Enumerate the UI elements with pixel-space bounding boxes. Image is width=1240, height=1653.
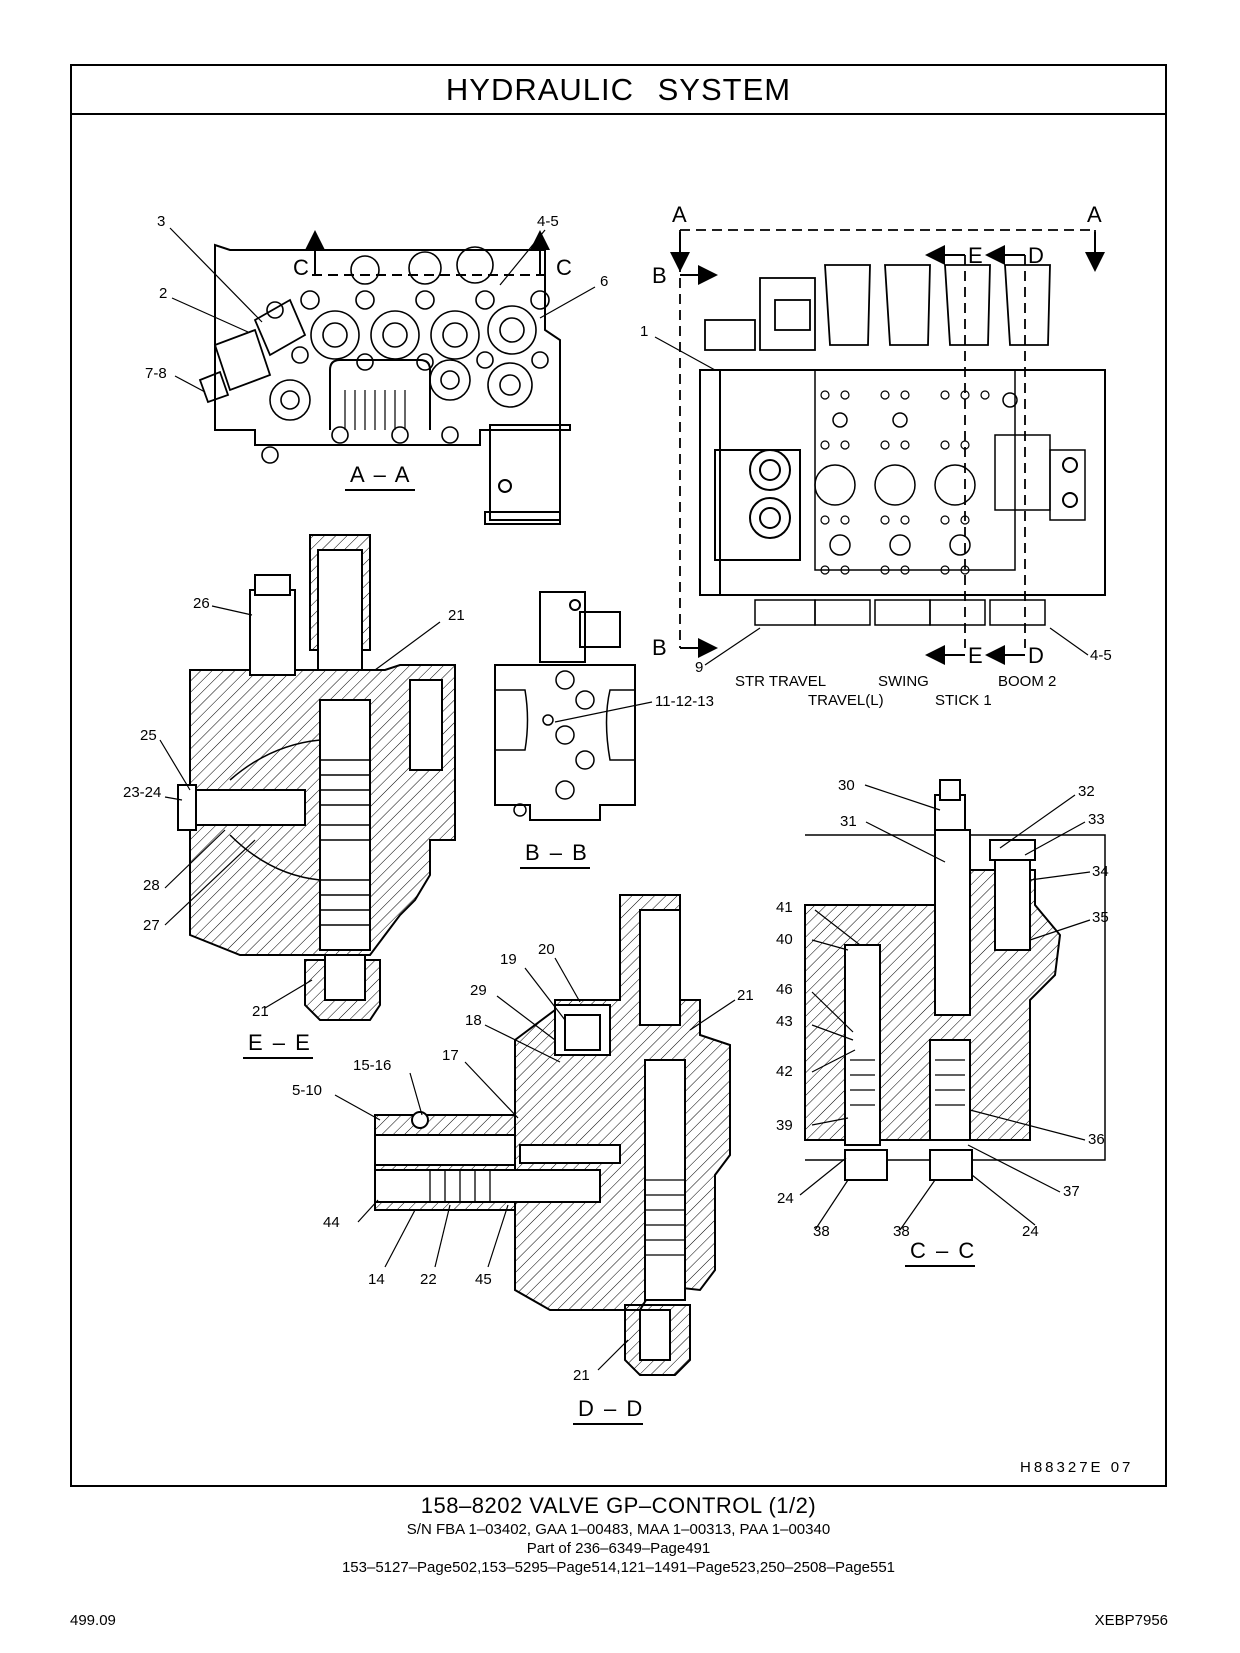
view-cc	[804, 779, 1106, 1181]
cut-letter-b: B	[652, 635, 667, 660]
callout-40: 40	[776, 931, 793, 948]
view-aa	[198, 230, 571, 525]
callout-21: 21	[573, 1367, 590, 1384]
valve-label-boom-2: BOOM 2	[998, 673, 1056, 690]
callout-43: 43	[776, 1013, 793, 1030]
callout-29: 29	[470, 982, 487, 999]
callout-42: 42	[776, 1063, 793, 1080]
caption-part-of: Part of 236–6349–Page491	[526, 1540, 711, 1557]
callout-4-5: 4-5	[537, 213, 559, 230]
callout-17: 17	[442, 1047, 459, 1064]
caption-refs: 153–5127–Page502,153–5295–Page514,121–14…	[341, 1559, 896, 1576]
view-dd	[374, 894, 731, 1376]
callout-41: 41	[776, 899, 793, 916]
callout-38: 38	[813, 1223, 830, 1240]
diagram-frame: HYDRAULIC SYSTEM	[70, 64, 1167, 1487]
callout-37: 37	[1063, 1183, 1080, 1200]
callout-36: 36	[1088, 1131, 1105, 1148]
main-leaders	[654, 336, 1089, 666]
ee-callouts: 26 21 25 23-24 28 27 21 E – E	[123, 595, 465, 1059]
callout-19: 19	[500, 951, 517, 968]
callout-2: 2	[159, 285, 167, 302]
valve-label-travel-l: TRAVEL(L)	[808, 692, 884, 709]
callout-45: 45	[475, 1271, 492, 1288]
section-label-ee: E – E	[248, 1030, 312, 1055]
section-label-bb: B – B	[525, 840, 589, 865]
section-label-aa: A – A	[350, 462, 411, 487]
cut-letter-d: D	[1028, 243, 1044, 268]
callout-18: 18	[465, 1012, 482, 1029]
callout-27: 27	[143, 917, 160, 934]
callout-30: 30	[838, 777, 855, 794]
title-bar: HYDRAULIC SYSTEM	[72, 66, 1165, 115]
callout-39: 39	[776, 1117, 793, 1134]
callout-6: 6	[600, 273, 608, 290]
ee-leaders	[159, 605, 441, 1009]
callout-23-24: 23-24	[123, 784, 161, 801]
valve-label-swing: SWING	[878, 673, 929, 690]
cut-letter-c: C	[556, 255, 572, 280]
callout-34: 34	[1092, 863, 1109, 880]
callout-26: 26	[193, 595, 210, 612]
cut-letter-b: B	[652, 263, 667, 288]
callout-5-10: 5-10	[292, 1082, 322, 1099]
drawing-code: H88327E 07	[1020, 1459, 1134, 1476]
callout-31: 31	[840, 813, 857, 830]
callout-11-12-13: 11-12-13	[655, 693, 714, 710]
valve-label-stick-1: STICK 1	[935, 692, 992, 709]
callout-21: 21	[737, 987, 754, 1004]
callout-22: 22	[420, 1271, 437, 1288]
cut-letter-e: E	[968, 243, 983, 268]
callout-24: 24	[1022, 1223, 1039, 1240]
view-bb	[494, 591, 653, 821]
callout-24: 24	[777, 1190, 794, 1207]
section-label-dd: D – D	[578, 1396, 644, 1421]
callout-3: 3	[157, 213, 165, 230]
callout-9: 9	[695, 659, 703, 676]
section-label-cc: C – C	[910, 1238, 976, 1263]
cut-letter-e: E	[968, 643, 983, 668]
cut-letter-c: C	[293, 255, 309, 280]
callout-21: 21	[252, 1003, 269, 1020]
dd-leaders	[334, 957, 736, 1371]
callout-25: 25	[140, 727, 157, 744]
callout-1: 1	[640, 323, 648, 340]
callout-14: 14	[368, 1271, 385, 1288]
callout-21: 21	[448, 607, 465, 624]
cc-leaders	[799, 784, 1091, 1231]
callout-35: 35	[1092, 909, 1109, 926]
caption-title: 158–8202 VALVE GP–CONTROL (1/2)	[420, 1493, 817, 1518]
caption-serials: S/N FBA 1–03402, GAA 1–00483, MAA 1–0031…	[406, 1521, 831, 1538]
callout-32: 32	[1078, 783, 1095, 800]
callout-38: 38	[893, 1223, 910, 1240]
callout-33: 33	[1088, 811, 1105, 828]
valve-label-str-travel: STR TRAVEL	[735, 673, 826, 690]
cc-callouts: 30 31 32 33 34 35 41 40 46 43 42 39 36 3…	[776, 777, 1109, 1267]
callout-15-16: 15-16	[353, 1057, 391, 1074]
page-title: HYDRAULIC SYSTEM	[445, 71, 792, 107]
dd-callouts: 19 20 21 29 18 17 15-16 5-10 44 14 22 45…	[292, 941, 754, 1425]
callout-46: 46	[776, 981, 793, 998]
aa-callouts: 3 2 7-8 4-5 6 C C A – A	[145, 213, 608, 491]
main-callouts: 1 9 4-5 A A B B E D E D STR TRAVEL SWING…	[640, 202, 1112, 709]
callout-7-8: 7-8	[145, 365, 167, 382]
cut-letter-a: A	[1087, 202, 1102, 227]
page-number: 499.09	[70, 1612, 116, 1629]
view-main	[670, 229, 1106, 665]
callout-20: 20	[538, 941, 555, 958]
document-number: XEBP7956	[1094, 1612, 1168, 1629]
view-ee	[177, 534, 456, 1021]
callout-4-5: 4-5	[1090, 647, 1112, 664]
cut-letter-d: D	[1028, 643, 1044, 668]
cut-letter-a: A	[672, 202, 687, 227]
bb-callouts: 11-12-13 B – B	[520, 693, 714, 869]
aa-leaders	[169, 227, 596, 393]
callout-44: 44	[323, 1214, 340, 1231]
callout-28: 28	[143, 877, 160, 894]
